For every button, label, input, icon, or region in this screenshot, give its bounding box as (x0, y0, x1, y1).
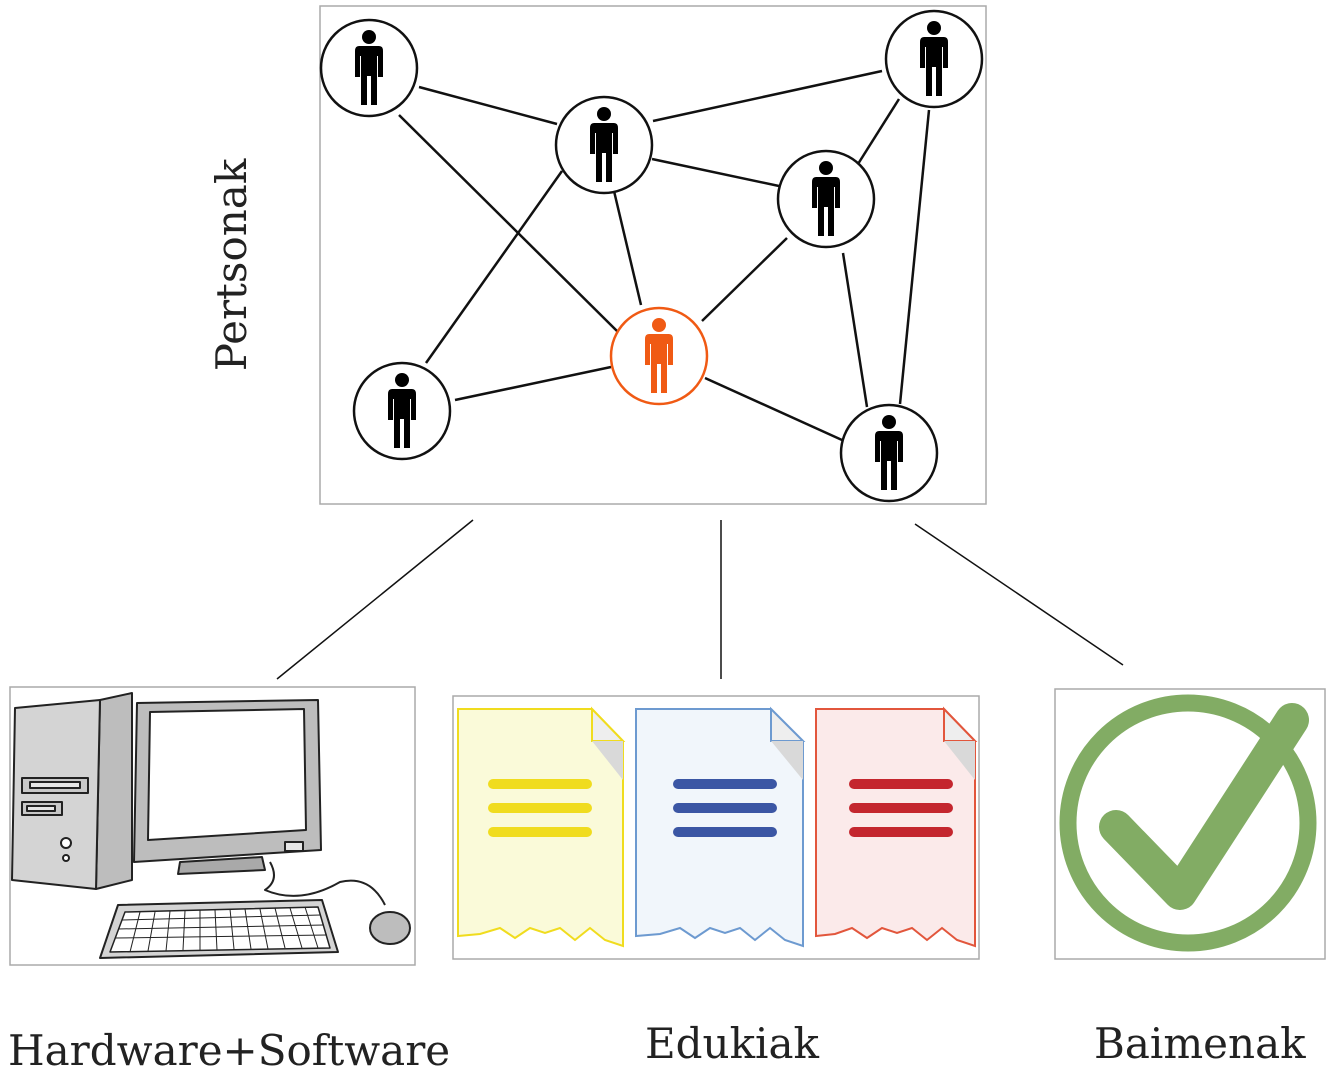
checkmark-icon (1059, 694, 1317, 952)
contents-label: Edukiak (645, 1019, 819, 1068)
document-icon (457, 706, 626, 948)
document-icon (815, 706, 978, 948)
people-label: Pertsonak (207, 158, 256, 372)
person-node (776, 149, 876, 249)
permissions-label: Baimenak (1094, 1019, 1306, 1068)
person-node (839, 403, 939, 503)
hardware-software-label: Hardware+Software (8, 1026, 451, 1075)
person-node (554, 95, 654, 195)
connector-lines (276, 519, 1124, 680)
document-icon (635, 706, 806, 948)
person-node (319, 18, 419, 118)
network-edges (398, 69, 931, 442)
highlighted-person-node (609, 306, 709, 406)
person-node (884, 9, 984, 109)
computer-icon (11, 692, 411, 959)
person-node (352, 361, 452, 461)
